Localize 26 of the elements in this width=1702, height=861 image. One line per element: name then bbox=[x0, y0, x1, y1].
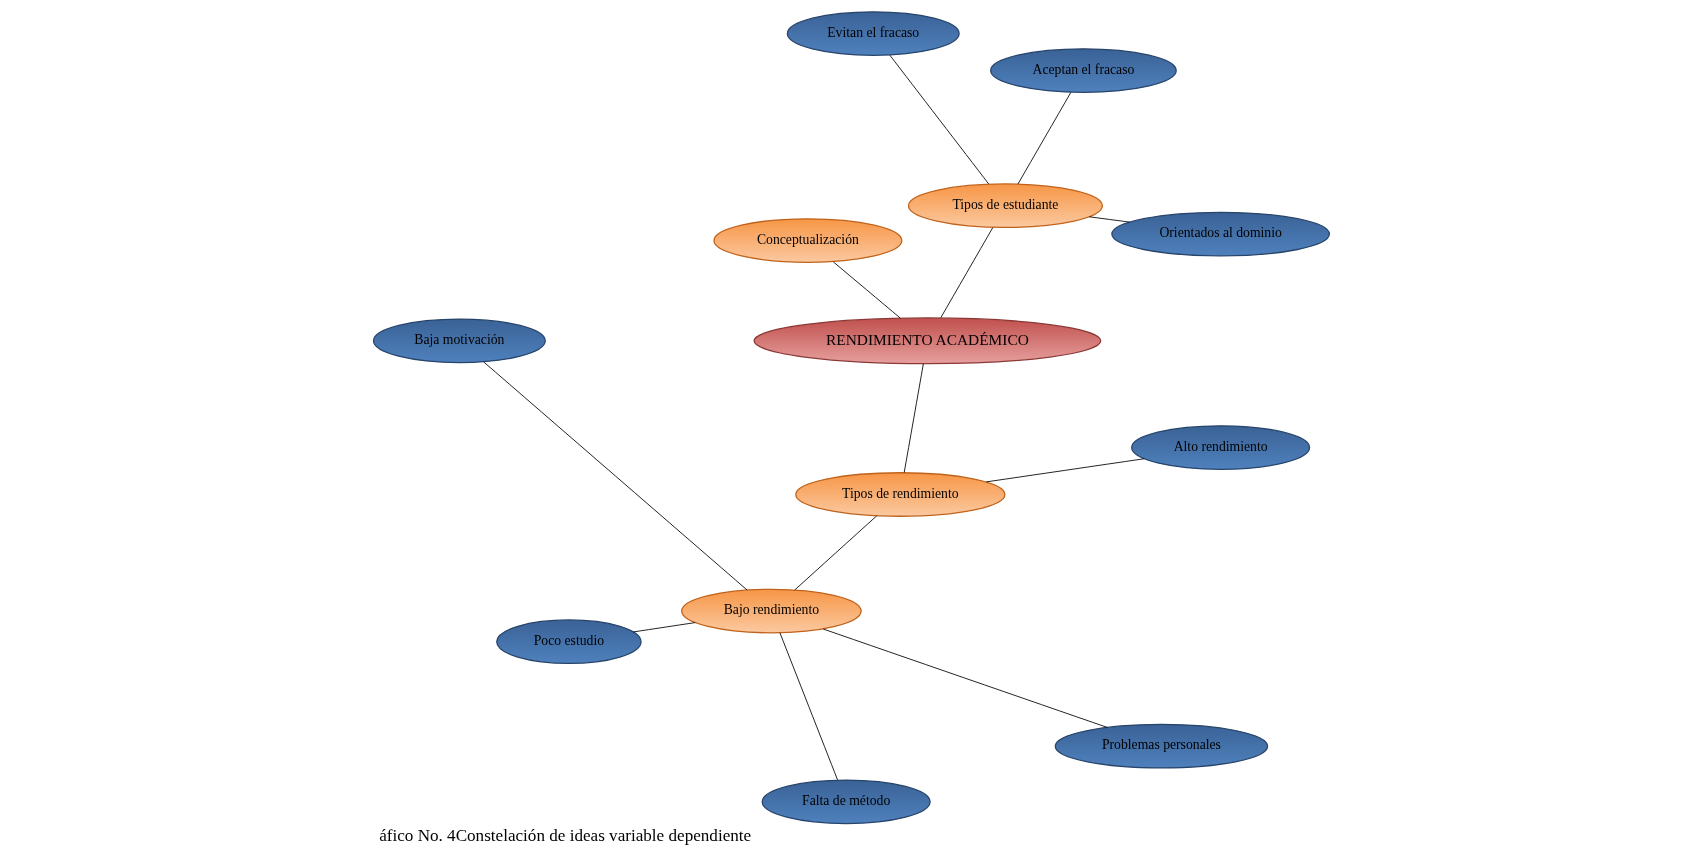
connector bbox=[1088, 216, 1130, 223]
connector bbox=[632, 622, 696, 633]
connector bbox=[793, 515, 877, 591]
connector bbox=[779, 632, 838, 781]
connector bbox=[903, 363, 924, 473]
node-ellipse: Tipos de estudiante bbox=[907, 183, 1103, 229]
node-ellipse: Orientados al dominio bbox=[1110, 211, 1330, 257]
connector bbox=[939, 227, 993, 319]
node-ellipse: Evitan el fracaso bbox=[786, 11, 960, 56]
node-ellipse: Tipos de rendimiento bbox=[794, 472, 1006, 517]
connector bbox=[832, 261, 901, 319]
node-ellipse: Falta de método bbox=[761, 779, 931, 825]
node-ellipse: Bajo rendimiento bbox=[680, 588, 862, 634]
node-ellipse: Problemas personales bbox=[1054, 723, 1268, 769]
node-ellipse: RENDIMIENTO ACADÉMICO bbox=[752, 317, 1101, 365]
node-ellipse: Baja motivación bbox=[372, 318, 546, 364]
caption: áfico No. 4Constelación de ideas variable dependiente bbox=[378, 825, 751, 845]
node-ellipse: Conceptualización bbox=[712, 218, 902, 263]
connector bbox=[985, 458, 1145, 483]
node-ellipse: Poco estudio bbox=[495, 619, 642, 665]
connector bbox=[1017, 91, 1071, 185]
node-ellipse: Alto rendimiento bbox=[1130, 425, 1310, 470]
connector bbox=[822, 628, 1108, 728]
connector bbox=[888, 54, 989, 185]
connector bbox=[482, 361, 748, 591]
node-ellipse: Aceptan el fracaso bbox=[989, 48, 1177, 93]
